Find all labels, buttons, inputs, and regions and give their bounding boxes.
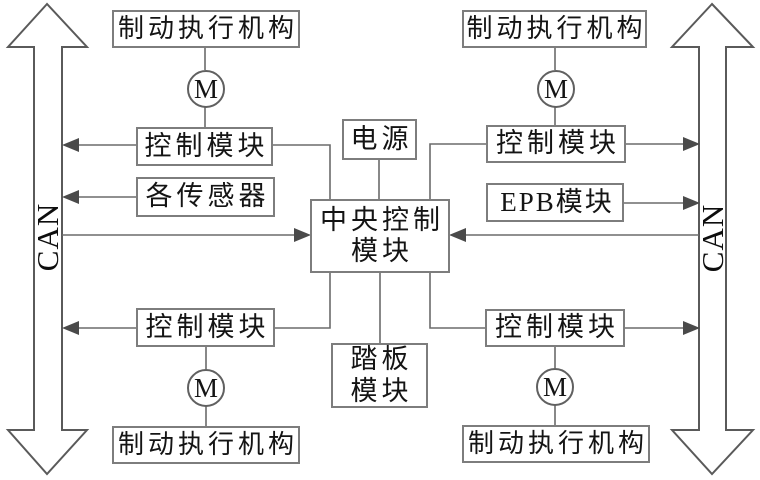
brake-actuator-box-bottom-left: 制动执行机构 xyxy=(112,426,300,464)
motor-circle-top-left: M xyxy=(187,70,225,108)
sensors-box: 各传感器 xyxy=(136,177,275,217)
control-module-label: 控制模块 xyxy=(145,311,270,342)
central-control-label-line1: 中央控制 xyxy=(320,204,444,235)
motor-circle-bottom-left: M xyxy=(187,369,225,407)
can-bus-right-arrow xyxy=(669,2,756,476)
control-module-box-bottom-left: 控制模块 xyxy=(136,308,275,347)
motor-circle-top-right: M xyxy=(537,70,575,108)
pedal-label-line1: 踏板 xyxy=(350,344,413,375)
can-bus-right-label: CAN xyxy=(695,203,730,273)
motor-circle-bottom-right: M xyxy=(536,368,574,406)
arrowheads xyxy=(62,137,700,335)
can-bus-left-label: CAN xyxy=(30,202,65,272)
power-label: 电源 xyxy=(350,123,413,154)
control-module-box-top-right: 控制模块 xyxy=(486,125,626,163)
motor-label: M xyxy=(193,372,218,403)
control-module-label: 控制模块 xyxy=(144,130,269,161)
sensors-label: 各传感器 xyxy=(145,181,270,212)
power-box: 电源 xyxy=(342,119,417,160)
epb-module-label: EPB模块 xyxy=(500,186,614,217)
control-module-label: 控制模块 xyxy=(496,128,620,159)
central-control-module-box: 中央控制 模块 xyxy=(310,199,450,273)
pedal-module-box: 踏板 模块 xyxy=(331,343,428,408)
brake-actuator-box-top-left: 制动执行机构 xyxy=(112,10,300,48)
brake-actuator-box-bottom-right: 制动执行机构 xyxy=(462,425,650,463)
can-bus-left-arrow xyxy=(5,2,90,476)
central-control-label-line2: 模块 xyxy=(351,236,413,266)
motor-label: M xyxy=(542,371,567,402)
brake-actuator-label: 制动执行机构 xyxy=(466,14,647,44)
motor-label: M xyxy=(543,73,568,104)
brake-actuator-label: 制动执行机构 xyxy=(117,14,298,44)
pedal-label-line2: 模块 xyxy=(350,375,413,406)
control-module-label: 控制模块 xyxy=(495,312,619,343)
control-module-box-bottom-right: 控制模块 xyxy=(485,309,625,347)
control-module-box-top-left: 控制模块 xyxy=(136,127,273,166)
connector-lines xyxy=(62,48,699,426)
brake-actuator-label: 制动执行机构 xyxy=(467,429,648,459)
motor-label: M xyxy=(193,73,218,104)
epb-module-box: EPB模块 xyxy=(486,183,624,222)
brake-actuator-box-top-right: 制动执行机构 xyxy=(462,10,647,48)
brake-actuator-label: 制动执行机构 xyxy=(117,430,298,460)
